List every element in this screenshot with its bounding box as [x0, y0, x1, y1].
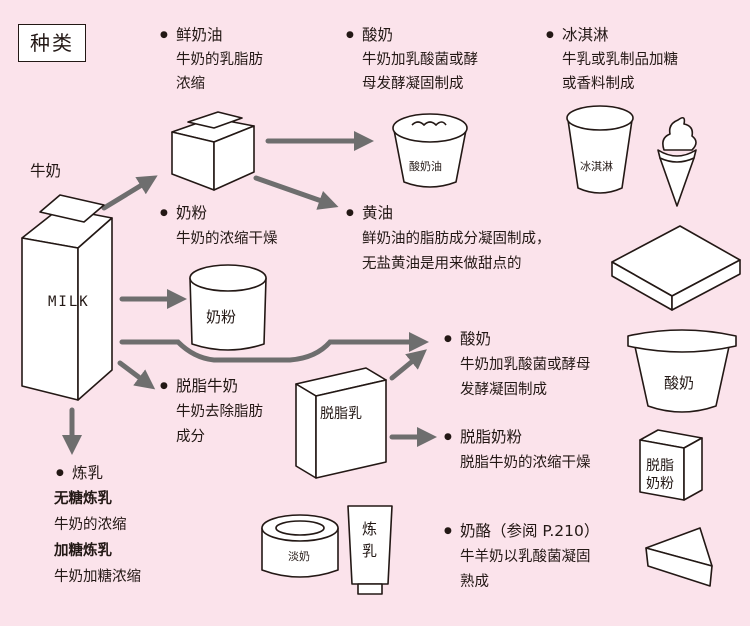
condensed-tube-label-2: 乳	[362, 542, 377, 560]
ice-cream-cone-icon	[657, 116, 697, 207]
milk-carton-icon	[21, 194, 113, 401]
ice-cream-cup-label: 冰淇淋	[580, 160, 613, 173]
skim-powder-label-1: 脱脂	[646, 458, 674, 474]
yogurt-tub-icon	[627, 329, 737, 413]
yogurt-cup-icon	[392, 113, 468, 188]
yogurt-top-title: 酸奶	[346, 24, 393, 47]
skim-milk-desc-1: 牛奶去除脂肪	[176, 404, 263, 420]
ice-cream-desc-2: 或香料制成	[562, 76, 635, 92]
condensed-sweet: 加糖炼乳	[54, 543, 112, 559]
yogurt-cup-label: 酸奶油	[409, 159, 442, 173]
fresh-cream-desc-2: 浓缩	[176, 76, 205, 92]
condensed-can-icon	[261, 514, 339, 578]
powder-can-icon	[189, 264, 267, 351]
milk-label: 牛奶	[30, 162, 62, 180]
ice-cream-desc-1: 牛乳或乳制品加糖	[562, 52, 678, 68]
condensed-tube-label-1: 炼	[362, 520, 377, 538]
yogurt-top-desc-2: 母发酵凝固制成	[362, 76, 464, 92]
fresh-cream-desc-1: 牛奶的乳脂肪	[176, 52, 263, 68]
cheese-desc-2: 熟成	[460, 574, 489, 590]
yogurt-mid-title: 酸奶	[444, 328, 491, 351]
condensed-can-label: 淡奶	[288, 549, 310, 563]
skim-powder-desc-1: 脱脂牛奶的浓缩干燥	[460, 455, 591, 471]
skim-powder-box-icon	[639, 429, 703, 501]
skim-powder-title: 脱脂奶粉	[444, 426, 522, 449]
arrow-milk-to-skim	[117, 360, 156, 390]
milk-powder-desc-1: 牛奶的浓缩干燥	[176, 231, 278, 247]
ice-cream-title: 冰淇淋	[546, 24, 608, 47]
milk-powder-title: 奶粉	[160, 202, 207, 225]
skim-milk-box-icon	[295, 367, 387, 479]
ice-cream-cup-icon	[566, 105, 634, 194]
butter-desc-1: 鲜奶油的脂肪成分凝固制成，	[362, 231, 551, 247]
yogurt-mid-desc-1: 牛奶加乳酸菌或酵母	[460, 357, 591, 373]
arrow-milk-to-cream	[101, 175, 158, 211]
cheese-wedge-icon	[645, 527, 713, 587]
butter-desc-2: 无盐黄油是用来做甜点的	[362, 256, 522, 272]
cheese-title: 奶酪（参阅 P.210）	[444, 520, 599, 543]
yogurt-top-desc-1: 牛奶加乳酸菌或酵	[362, 52, 478, 68]
yogurt-tub-label: 酸奶	[664, 374, 694, 392]
cheese-desc-1: 牛羊奶以乳酸菌凝固	[460, 549, 591, 565]
condensed-unsweet-desc: 牛奶的浓缩	[54, 517, 127, 533]
yogurt-mid-desc-2: 发酵凝固制成	[460, 382, 547, 398]
powder-can-label: 奶粉	[206, 308, 236, 326]
skim-powder-label-2: 奶粉	[646, 476, 674, 492]
condensed-unsweet: 无糖炼乳	[54, 491, 112, 507]
condensed-tube-icon	[347, 505, 393, 595]
skim-box-label: 脱脂乳	[320, 406, 362, 422]
butter-title: 黄油	[346, 202, 393, 225]
condensed-title: 炼乳	[56, 462, 103, 485]
skim-milk-desc-2: 成分	[176, 429, 205, 445]
butter-block-icon	[611, 225, 741, 311]
diagram-title: 种类	[18, 24, 86, 62]
cream-carton-icon	[171, 111, 255, 191]
arrow-milk-to-yogurt-mid	[119, 332, 429, 363]
arrow-cream-to-butter	[253, 175, 339, 210]
condensed-sweet-desc: 牛奶加糖浓缩	[54, 569, 141, 585]
milk-carton-label: MILK	[48, 294, 90, 310]
skim-milk-title: 脱脂牛奶	[160, 375, 238, 398]
arrow-skim-to-yogurt	[389, 349, 427, 381]
fresh-cream-title: 鲜奶油	[160, 24, 222, 47]
